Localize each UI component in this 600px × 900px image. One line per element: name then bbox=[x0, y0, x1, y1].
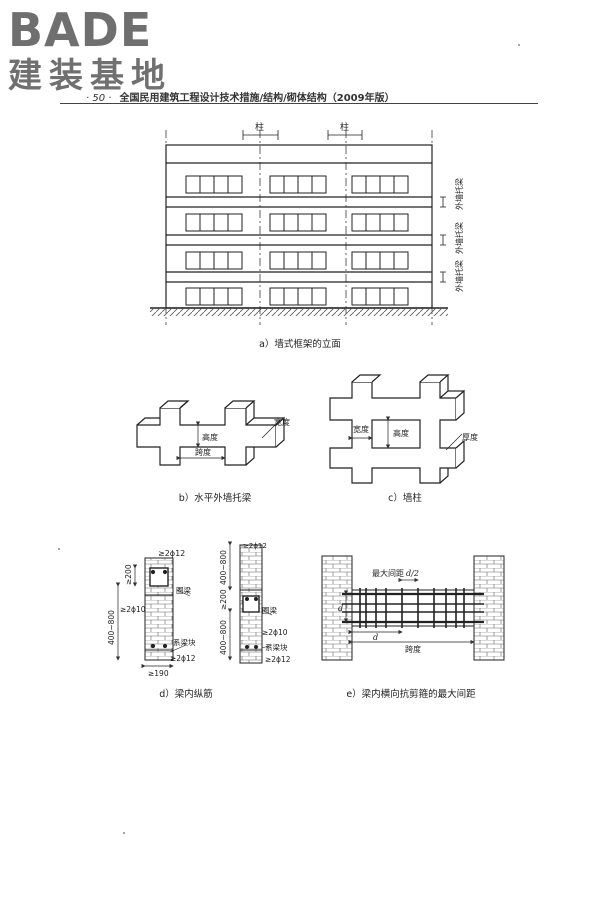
caption-d: d）梁内纵筋 bbox=[159, 689, 213, 700]
page-number: · 50 · bbox=[86, 93, 112, 104]
scan-speck-2 bbox=[123, 832, 125, 834]
caption-a: a）墙式框架的立面 bbox=[259, 339, 341, 350]
d-right-dim-low: 400~800 bbox=[219, 620, 228, 655]
fig-b-span: 跨度 bbox=[195, 447, 211, 457]
d-dim-middle: 400~800 bbox=[107, 610, 116, 645]
figure-e-stirrups bbox=[321, 555, 505, 661]
logo-subtitle: 建装基地 bbox=[8, 56, 172, 96]
figure-d-rebar bbox=[115, 541, 273, 669]
caption-c: c）墙柱 bbox=[388, 493, 422, 504]
d-right-dim-top: 400~800 bbox=[219, 550, 228, 585]
figure-c-column bbox=[329, 374, 465, 484]
caption-e: e）梁内横向抗剪箍的最大间距 bbox=[346, 689, 476, 700]
running-header: · 50 · 全国民用建筑工程设计技术措施/结构/砌体结构（2009年版） bbox=[86, 89, 395, 104]
beam-label-2: 外墙托梁 bbox=[454, 222, 464, 254]
column-label-1: 柱 bbox=[255, 121, 264, 133]
figure-b-beam bbox=[136, 400, 285, 466]
book-title: 全国民用建筑工程设计技术措施/结构/砌体结构（2009年版） bbox=[119, 93, 395, 104]
d-rebar-bottom: ≥2ϕ12 bbox=[170, 654, 196, 663]
scan-speck-1 bbox=[518, 44, 520, 46]
e-max-spacing: 最大间距 bbox=[372, 568, 404, 578]
d-dim-top: ≥200 bbox=[124, 564, 133, 585]
d-right-dim-mid: ≥200 bbox=[219, 589, 228, 610]
d-right-tie-block: 系梁块 bbox=[265, 642, 288, 652]
e-d-side: d bbox=[338, 604, 343, 613]
d-bottom-width: ≥190 bbox=[148, 669, 169, 678]
header-rule bbox=[60, 103, 538, 104]
d-right-rebar-side: ≥2ϕ10 bbox=[262, 628, 288, 637]
e-d-bottom: d bbox=[373, 633, 378, 642]
building-outline bbox=[165, 144, 433, 309]
fig-c-height: 高度 bbox=[393, 428, 409, 438]
e-span: 跨度 bbox=[405, 644, 421, 654]
figure-a-elevation bbox=[150, 130, 448, 325]
d-right-rebar-top: ≥2ϕ12 bbox=[243, 542, 267, 550]
beam-label-1: 外墙托梁 bbox=[454, 178, 464, 210]
d-tie-block: 系梁块 bbox=[173, 637, 196, 647]
d-rebar-side: ≥2ϕ10 bbox=[120, 605, 146, 614]
logo-wordmark: BADE bbox=[8, 3, 153, 57]
fig-b-width: 宽度 bbox=[274, 417, 290, 427]
d-rebar-top: ≥2ϕ12 bbox=[158, 549, 185, 558]
fig-b-height: 高度 bbox=[202, 432, 218, 442]
d-right-ring-beam: 圈梁 bbox=[262, 606, 277, 615]
fig-c-thickness: 厚度 bbox=[462, 432, 478, 442]
fig-c-width: 宽度 bbox=[353, 424, 369, 434]
d-ring-beam: 圈梁 bbox=[176, 586, 191, 595]
scan-speck-3 bbox=[58, 548, 60, 550]
publisher-logo: BADE 建装基地 bbox=[8, 2, 198, 102]
column-label-2: 柱 bbox=[340, 121, 349, 133]
e-d-over-2: d/2 bbox=[406, 569, 419, 578]
d-right-rebar-bottom: ≥2ϕ12 bbox=[265, 655, 291, 664]
beam-label-3: 外墙托梁 bbox=[454, 260, 464, 292]
caption-b: b）水平外墙托梁 bbox=[178, 493, 252, 504]
